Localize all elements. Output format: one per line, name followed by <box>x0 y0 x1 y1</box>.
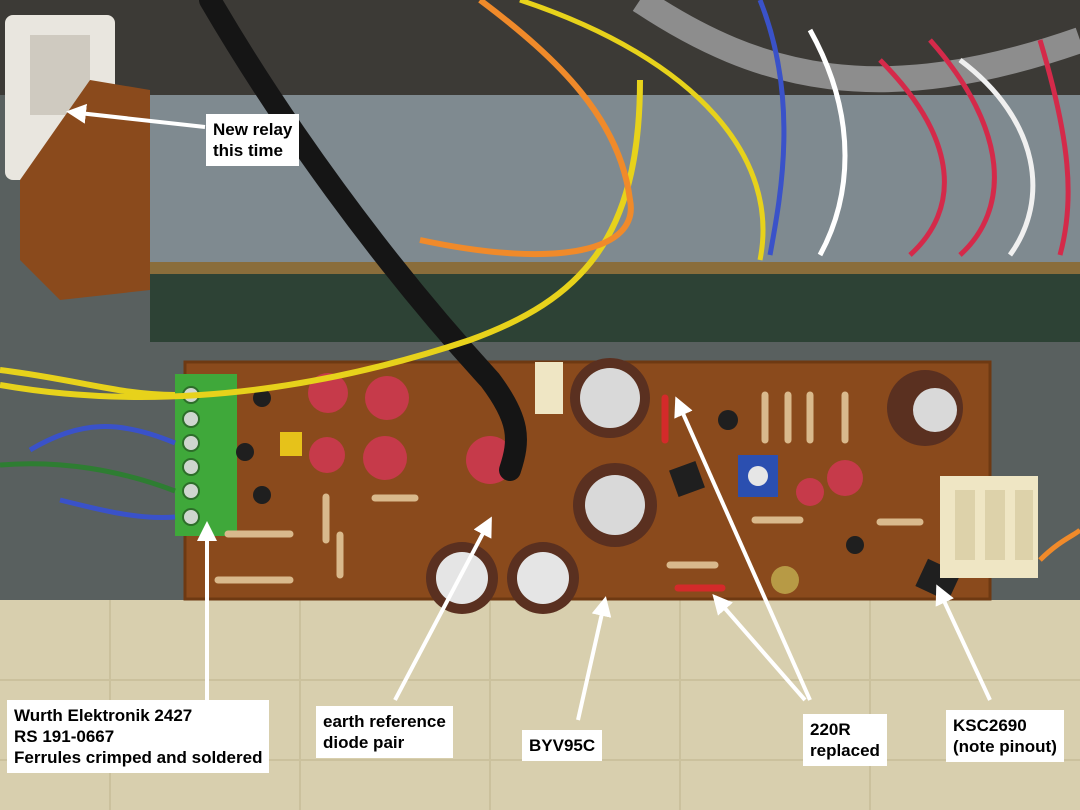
arrow-relay <box>66 103 206 129</box>
connector-label: Wurth Elektronik 2427 RS 191-0667 Ferrul… <box>7 700 270 773</box>
arrow-resistor-2 <box>712 593 807 702</box>
byv95c-label: BYV95C <box>522 730 603 761</box>
relay-label: New relay this time <box>206 114 300 166</box>
filter-capacitors <box>426 358 963 614</box>
arrow-byv95c <box>576 596 612 721</box>
terminal-block <box>175 374 237 536</box>
arrow-diode-pair <box>393 516 492 701</box>
arrow-transistor <box>935 584 992 701</box>
upper-board <box>150 262 1080 342</box>
transistor-label: KSC2690 (note pinout) <box>946 710 1064 762</box>
diode-pair-label: earth reference diode pair <box>316 706 453 758</box>
arrow-resistor-1 <box>674 396 812 701</box>
resistor-label: 220R replaced <box>803 714 887 766</box>
